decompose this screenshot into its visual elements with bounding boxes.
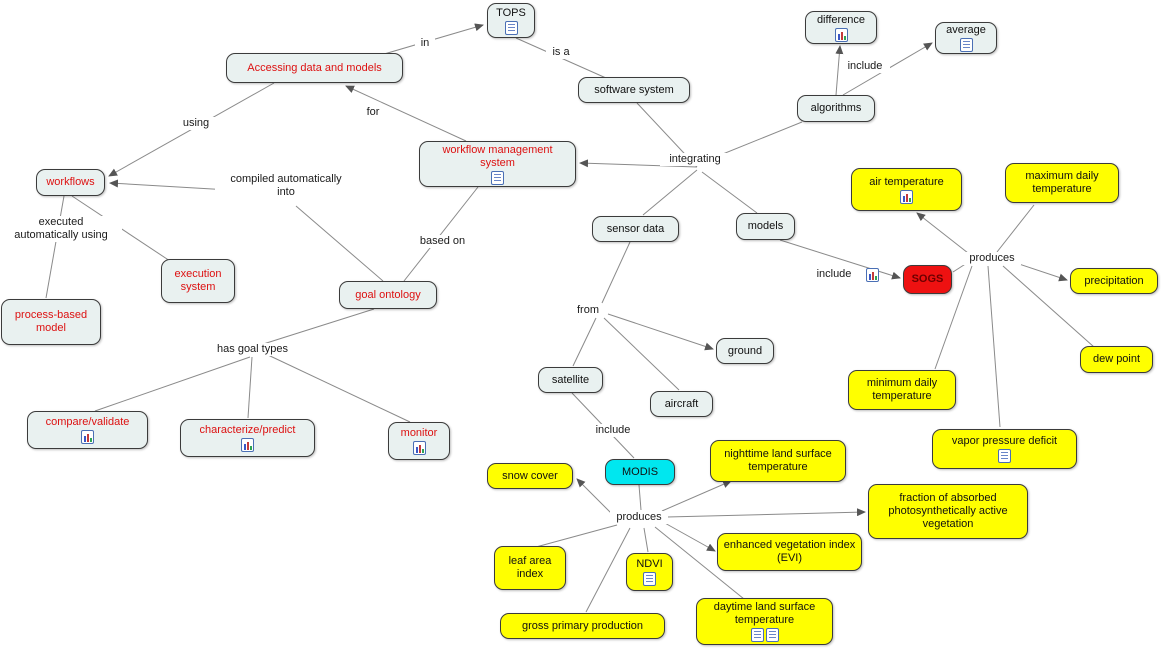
- link-label-include-algorithms[interactable]: include: [840, 60, 890, 73]
- link-label-for[interactable]: for: [358, 106, 388, 119]
- node-software-system[interactable]: software system: [578, 77, 690, 103]
- node-label: vapor pressure deficit: [951, 435, 1058, 447]
- link-label-include-satellite[interactable]: include: [588, 424, 638, 437]
- link-label-is-a[interactable]: is a: [546, 46, 576, 59]
- document-resource-icon[interactable]: [643, 572, 656, 586]
- node-satellite[interactable]: satellite: [538, 367, 603, 393]
- node-maximum-daily-temperature[interactable]: maximum daily temperature: [1005, 163, 1119, 203]
- node-precipitation[interactable]: precipitation: [1070, 268, 1158, 294]
- node-label: difference: [816, 13, 866, 26]
- node-goal-ontology[interactable]: goal ontology: [339, 281, 437, 309]
- node-label: maximum daily temperature: [1025, 170, 1099, 195]
- node-accessing-data-and-models[interactable]: Accessing data and models: [226, 53, 403, 83]
- link-label-based-on[interactable]: based on: [415, 235, 470, 248]
- node-modis[interactable]: MODIS: [605, 459, 675, 485]
- document-resource-icon[interactable]: [750, 628, 764, 642]
- link-label-from[interactable]: from: [570, 304, 606, 317]
- chart-resource-icon[interactable]: [834, 27, 848, 42]
- node-ndvi[interactable]: NDVI: [626, 553, 673, 591]
- node-label: air temperature: [869, 175, 944, 188]
- chart-resource-icon[interactable]: [412, 441, 426, 455]
- node-label: Accessing data and models: [247, 61, 382, 74]
- node-algorithms[interactable]: algorithms: [797, 95, 875, 122]
- node-monitor[interactable]: monitor: [388, 422, 450, 460]
- node-label: process-based model: [14, 309, 88, 334]
- link-label-executed-automatically-using[interactable]: executed automatically using: [0, 216, 122, 242]
- node-difference[interactable]: difference: [805, 11, 877, 44]
- node-label: enhanced vegetation index (EVI): [723, 539, 856, 564]
- node-tops[interactable]: TOPS: [487, 3, 535, 38]
- resource-icon-group: [750, 628, 779, 642]
- node-minimum-daily-temperature[interactable]: minimum daily temperature: [848, 370, 956, 410]
- node-label: sensor data: [606, 222, 665, 235]
- link-label-in[interactable]: in: [415, 37, 435, 50]
- node-leaf-area-index[interactable]: leaf area index: [494, 546, 566, 590]
- chart-resource-icon[interactable]: [81, 430, 94, 444]
- node-label: algorithms: [810, 102, 862, 114]
- node-label: monitor: [400, 427, 438, 439]
- link-label-compiled-automatically-into[interactable]: compiled automatically into: [215, 173, 357, 199]
- node-label: leaf area index: [508, 555, 552, 580]
- node-label: compare/validate: [45, 416, 130, 428]
- link-label-produces-sogs[interactable]: produces: [963, 252, 1021, 265]
- chart-resource-icon[interactable]: [900, 189, 913, 204]
- node-label: dew point: [1092, 353, 1141, 365]
- node-label: aircraft: [664, 397, 699, 410]
- node-label: SOGS: [911, 273, 944, 285]
- node-label: fraction of absorbed photosynthetically …: [888, 492, 1008, 530]
- node-label: ground: [727, 344, 763, 357]
- node-label: execution system: [174, 268, 222, 293]
- node-label: gross primary production: [521, 619, 644, 632]
- node-label: average: [946, 24, 986, 36]
- node-label: goal ontology: [355, 288, 421, 301]
- node-sogs[interactable]: SOGS: [903, 265, 952, 294]
- document-resource-icon[interactable]: [491, 170, 504, 185]
- node-label: snow cover: [502, 469, 558, 482]
- document-resource-icon[interactable]: [959, 38, 973, 52]
- node-gross-primary-production[interactable]: gross primary production: [500, 613, 665, 639]
- document-resource-icon[interactable]: [998, 449, 1011, 463]
- link-label-using[interactable]: using: [176, 117, 216, 130]
- node-label: characterize/predict: [199, 424, 296, 436]
- node-models[interactable]: models: [736, 213, 795, 240]
- node-daytime-land-surface-temperature[interactable]: daytime land surface temperature: [696, 598, 833, 645]
- node-label: nighttime land surface temperature: [724, 448, 832, 473]
- document-resource-icon[interactable]: [504, 20, 518, 35]
- link-label-include-models[interactable]: include: [810, 268, 858, 281]
- node-label: models: [747, 220, 784, 232]
- node-label: workflows: [46, 176, 95, 188]
- node-fapar[interactable]: fraction of absorbed photosynthetically …: [868, 484, 1028, 539]
- node-enhanced-vegetation-index[interactable]: enhanced vegetation index (EVI): [717, 533, 862, 571]
- node-label: NDVI: [636, 558, 663, 570]
- document-resource-icon[interactable]: [765, 628, 779, 642]
- node-process-based-model[interactable]: process-based model: [1, 299, 101, 345]
- node-sensor-data[interactable]: sensor data: [592, 216, 679, 242]
- node-label: TOPS: [496, 6, 526, 19]
- node-label: software system: [594, 83, 674, 96]
- node-execution-system[interactable]: execution system: [161, 259, 235, 303]
- chart-resource-icon[interactable]: [241, 438, 254, 452]
- link-label-integrating[interactable]: integrating: [660, 153, 730, 166]
- node-characterize-predict[interactable]: characterize/predict: [180, 419, 315, 457]
- node-aircraft[interactable]: aircraft: [650, 391, 713, 417]
- node-vapor-pressure-deficit[interactable]: vapor pressure deficit: [932, 429, 1077, 469]
- node-compare-validate[interactable]: compare/validate: [27, 411, 148, 449]
- node-label: workflow management system: [442, 143, 553, 169]
- node-air-temperature[interactable]: air temperature: [851, 168, 962, 211]
- link-label-produces-modis[interactable]: produces: [610, 511, 668, 524]
- node-nighttime-land-surface-temperature[interactable]: nighttime land surface temperature: [710, 440, 846, 482]
- node-ground[interactable]: ground: [716, 338, 774, 364]
- node-label: MODIS: [621, 465, 659, 478]
- node-label: satellite: [551, 373, 590, 386]
- node-workflow-management-system[interactable]: workflow management system: [419, 141, 576, 187]
- node-workflows[interactable]: workflows: [36, 169, 105, 196]
- node-average[interactable]: average: [935, 22, 997, 54]
- chart-resource-icon[interactable]: [866, 268, 879, 282]
- node-label: minimum daily temperature: [866, 377, 938, 402]
- node-label: precipitation: [1084, 274, 1144, 287]
- node-dew-point[interactable]: dew point: [1080, 346, 1153, 373]
- node-label: daytime land surface temperature: [713, 601, 816, 626]
- link-label-has-goal-types[interactable]: has goal types: [205, 343, 300, 356]
- node-snow-cover[interactable]: snow cover: [487, 463, 573, 489]
